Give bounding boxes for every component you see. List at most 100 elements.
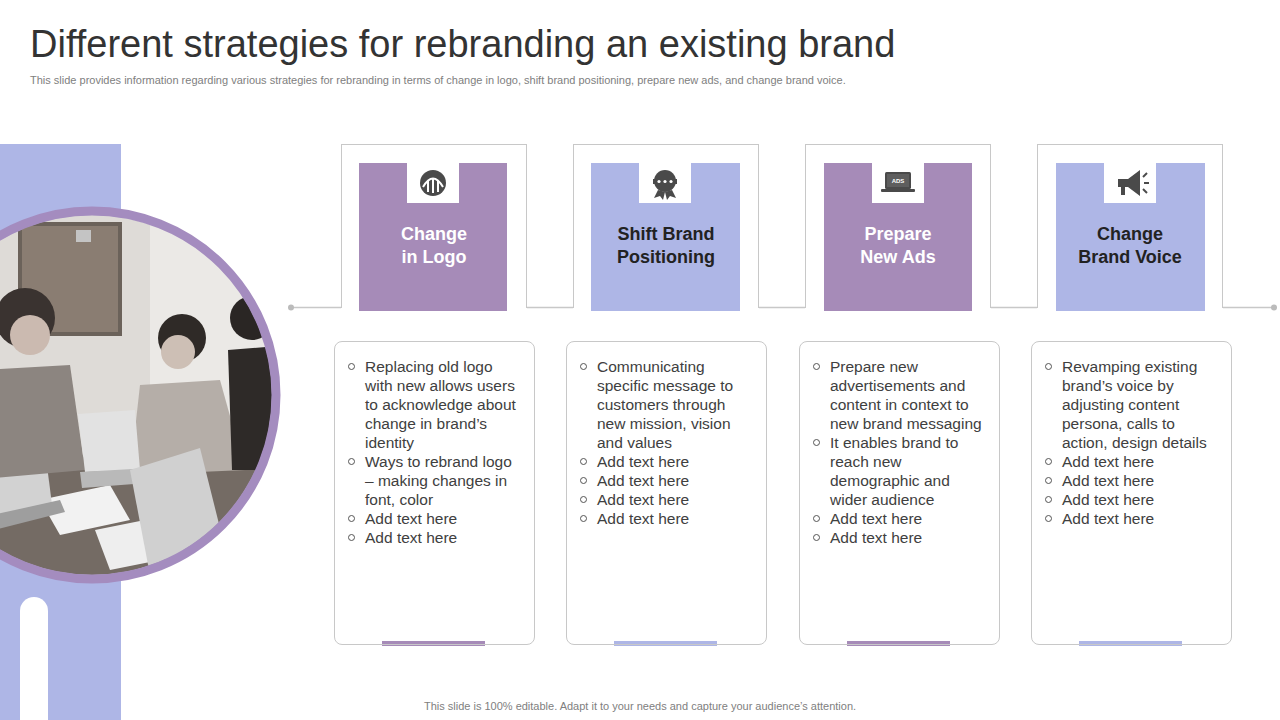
bullet-text: Add text here — [830, 528, 989, 547]
megaphone-icon — [1143, 189, 1147, 193]
bullet-text: It enables brand to reach new demographi… — [830, 433, 989, 509]
timeline-lead — [291, 307, 341, 309]
bullet-text: Revamping existing brand’s voice by adju… — [1062, 357, 1221, 452]
badge-icon — [654, 170, 676, 192]
bullet-ring — [1045, 515, 1052, 522]
header-text-area: Shift Brand Positioning — [592, 192, 740, 300]
bullet-text: Add text here — [597, 490, 756, 509]
bullet-ring — [1045, 458, 1052, 465]
header-square — [359, 163, 1205, 311]
header-square — [591, 163, 740, 311]
timeline-lead — [1223, 307, 1273, 309]
bullet-ring — [813, 363, 820, 370]
badge-icon — [653, 179, 677, 184]
bullet-text: Add text here — [1062, 452, 1221, 471]
bullet-text: Add text here — [365, 528, 524, 547]
bullet-ring — [348, 363, 355, 370]
megaphone-icon — [1143, 173, 1147, 177]
logo-icon — [437, 181, 439, 192]
meeting-photo — [0, 500, 65, 535]
meeting-photo — [228, 345, 290, 470]
bullet-text: Communicating specific message to custom… — [597, 357, 756, 452]
header-text-area: Change Brand Voice — [1056, 192, 1204, 300]
strategy-header: Change Brand Voice — [1037, 144, 1223, 308]
bullet-text: Add text here — [597, 452, 756, 471]
megaphone-icon — [1144, 182, 1149, 184]
meeting-photo — [78, 410, 140, 472]
bullet-text: Add text here — [597, 471, 756, 490]
timeline-lead — [288, 305, 1277, 311]
header-square — [359, 163, 507, 311]
strategy-card: Communicating specific message to custom… — [566, 341, 767, 645]
megaphone-icon — [1118, 170, 1149, 196]
bullet-ring — [580, 496, 587, 503]
laptop-icon — [881, 189, 915, 192]
icon-tile — [872, 163, 924, 203]
bullet-ring — [813, 534, 820, 541]
bullet-ring — [813, 439, 820, 446]
bullet-ring — [1045, 363, 1052, 370]
side-pill — [20, 597, 48, 720]
card-accent-bar — [614, 641, 717, 646]
header-title: Change in Logo — [395, 223, 473, 269]
bullet-ring — [1045, 477, 1052, 484]
bullet-text: Prepare new advertisements and content i… — [830, 357, 989, 433]
header-square — [1056, 163, 1205, 311]
bullet-text: Ways to rebrand logo – making changes in… — [365, 452, 524, 509]
badge-icon — [653, 170, 677, 200]
slide-subtitle: This slide provides information regardin… — [30, 74, 1130, 87]
header-title: Shift Brand Positioning — [601, 223, 731, 269]
timeline-connector — [991, 307, 1037, 309]
meeting-photo — [161, 335, 195, 369]
footer-note: This slide is 100% editable. Adapt it to… — [240, 700, 1040, 713]
bullet-text: Add text here — [365, 509, 524, 528]
badge-icon — [657, 180, 660, 183]
timeline-lead — [1271, 305, 1277, 311]
icon-tile — [407, 163, 1156, 203]
logo-icon — [427, 181, 429, 192]
header-square — [824, 163, 972, 311]
card-accent-bar — [382, 641, 485, 646]
icon-tile — [639, 163, 691, 203]
strategy-header: Shift Brand Positioning — [573, 144, 759, 308]
bullet-ring — [348, 458, 355, 465]
strategy-card: Replacing old logo with new allows users… — [334, 341, 535, 645]
meeting-photo — [10, 315, 50, 355]
bullet-ring — [348, 515, 355, 522]
strategy-card: Revamping existing brand’s voice by adju… — [1031, 341, 1232, 645]
bullet-ring — [580, 363, 587, 370]
logo-icon — [420, 170, 446, 196]
icon-text: ADS — [878, 177, 918, 185]
bullet-text: Add text here — [1062, 471, 1221, 490]
card-accent-bar — [1079, 641, 1182, 646]
bullet-text: Add text here — [1062, 490, 1221, 509]
bullet-text: Replacing old logo with new allows users… — [365, 357, 524, 452]
icon-tile — [407, 163, 459, 203]
photo-ring — [0, 211, 276, 579]
side-pill — [20, 597, 48, 720]
card-accent-bar — [847, 641, 950, 646]
megaphone-icon — [1121, 187, 1125, 195]
bullet-text: Add text here — [1062, 509, 1221, 528]
icon-tile — [1104, 163, 1156, 203]
strategy-card: Prepare new advertisements and content i… — [799, 341, 1000, 645]
card-accent-bar — [382, 641, 1182, 646]
meeting-photo — [0, 365, 85, 480]
megaphone-icon — [1118, 170, 1140, 196]
badge-icon — [669, 180, 672, 183]
timeline-connector — [527, 307, 573, 309]
meeting-photo — [0, 200, 300, 620]
timeline-lead — [288, 305, 294, 311]
timeline-connector — [759, 307, 805, 309]
header-title: Change Brand Voice — [1070, 223, 1190, 269]
header-text-area: Prepare New Ads — [824, 192, 972, 300]
bullet-text: Add text here — [597, 509, 756, 528]
bullet-ring — [580, 458, 587, 465]
meeting-photo — [76, 230, 91, 242]
strategy-header: Change in Logo — [341, 144, 527, 308]
strategy-header: Prepare New Ads — [805, 144, 991, 308]
bullet-ring — [813, 515, 820, 522]
bullet-ring — [580, 477, 587, 484]
slide-title: Different strategies for rebranding an e… — [30, 21, 895, 67]
